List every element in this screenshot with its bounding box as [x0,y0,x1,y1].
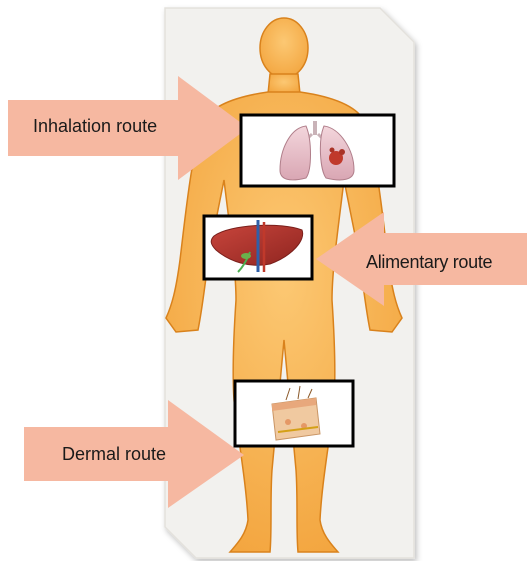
skin-panel [235,381,353,446]
dermal-route-label: Dermal route [62,444,166,465]
liver-panel [204,216,312,279]
alimentary-route-label: Alimentary route [366,252,492,273]
lungs-panel [241,115,394,186]
inhalation-route-label: Inhalation route [33,116,157,137]
